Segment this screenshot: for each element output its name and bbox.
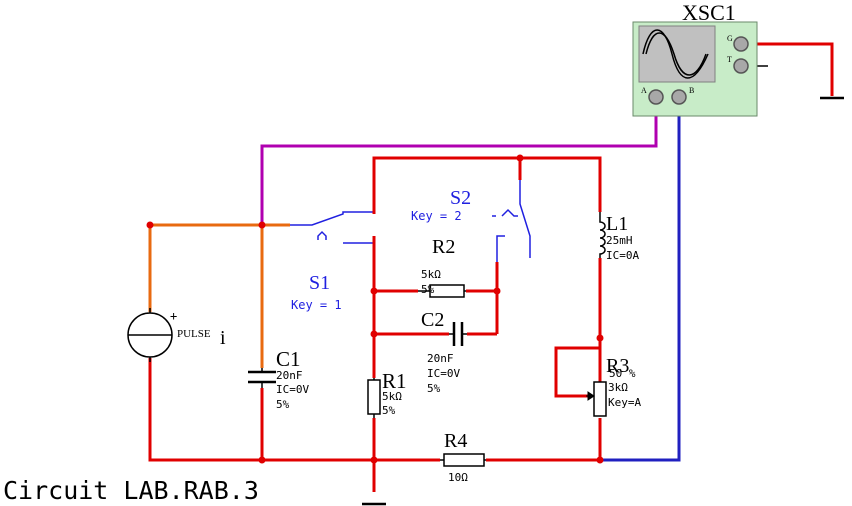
s2-key-icon [492, 208, 518, 217]
resistor-icon [429, 284, 465, 298]
terminal-g-label: G [727, 34, 733, 43]
inductor-icon [599, 212, 606, 258]
r3-value: 3kΩ [608, 381, 628, 394]
s2-left-lead [496, 235, 505, 262]
r2-value: 5kΩ [421, 268, 441, 281]
red-wires [148, 42, 834, 492]
terminal-g-icon[interactable] [733, 36, 749, 52]
wire-scope-g [748, 42, 834, 96]
l1-name: L1 [606, 213, 628, 235]
oscilloscope-xsc1[interactable] [632, 21, 758, 117]
resistor-r2[interactable] [418, 284, 466, 298]
scope-label: XSC1 [682, 0, 736, 25]
s1-name: S1 [309, 272, 330, 294]
source-suffix: i [220, 327, 226, 349]
wire-scope-b-blue [600, 106, 681, 462]
terminal-b-icon[interactable] [671, 89, 687, 105]
r3-percent: 50 % [609, 367, 636, 380]
capacitor-c2[interactable] [449, 322, 467, 346]
r3-name: R3 [606, 355, 629, 377]
r3-key: Key=A [608, 396, 641, 409]
scope-screen [638, 25, 716, 83]
wire-top-loop [372, 156, 602, 212]
terminal-a-label: A [641, 86, 647, 95]
wire-bottom-left [148, 358, 440, 462]
r1-tol: 5% [382, 404, 396, 417]
source-plus: + [170, 309, 177, 323]
capacitor-c1[interactable] [248, 368, 276, 388]
resistor-icon [593, 381, 607, 417]
junction-dot [258, 456, 266, 464]
c2-tol: 5% [427, 382, 441, 395]
c1-value: 20nF [276, 369, 303, 382]
sine-wave-icon [645, 32, 707, 76]
junction-dot [516, 154, 524, 162]
r1-value: 5kΩ [382, 390, 402, 403]
c1-ic: IC=0V [276, 383, 309, 396]
s2-name: S2 [450, 187, 471, 209]
c2-value: 20nF [427, 352, 454, 365]
wire-r3-wiper [554, 346, 600, 398]
junction-dot [370, 330, 378, 338]
c2-name: C2 [421, 309, 444, 331]
terminal-t-icon[interactable] [733, 58, 749, 74]
switch-s1[interactable] [290, 211, 374, 244]
capacitor-icon [248, 370, 276, 384]
junction-dot [596, 334, 604, 342]
junction-dot [258, 221, 266, 229]
s1-key-icon [317, 230, 327, 240]
terminal-t-label: T [727, 55, 732, 64]
c1-name: C1 [276, 347, 301, 371]
switch-s2[interactable] [492, 180, 531, 262]
r4-value: 10Ω [448, 471, 468, 484]
circuit-title: Circuit LAB.RAB.3 [3, 476, 259, 505]
junction-dot [596, 456, 604, 464]
c1-tol: 5% [276, 398, 290, 411]
resistor-r4[interactable] [440, 453, 486, 467]
junction-dot [146, 221, 154, 229]
l1-value: 25mH [606, 234, 633, 247]
resistor-icon [367, 379, 381, 415]
capacitor-icon [452, 322, 464, 346]
l1-ic: IC=0A [606, 249, 639, 262]
wire-scope-a-magenta [260, 106, 658, 225]
s2-key: Key = 2 [411, 209, 462, 223]
s2-top-lead [519, 180, 531, 258]
terminal-a-icon[interactable] [648, 89, 664, 105]
r2-tol: 5% [421, 283, 435, 296]
terminal-b-label: B [689, 86, 694, 95]
r2-name: R2 [432, 236, 455, 258]
potentiometer-r3[interactable] [586, 381, 607, 417]
sine-wave-icon [642, 29, 709, 79]
junction-dot [370, 456, 378, 464]
junction-dot [493, 287, 501, 295]
source-label: PULSE [177, 328, 211, 340]
wire-source-orange [148, 223, 290, 368]
junction-dots [146, 154, 604, 464]
resistor-r1[interactable] [367, 378, 381, 418]
wiper-arrow-icon [586, 391, 595, 401]
resistor-icon [443, 453, 485, 467]
inductor-l1[interactable] [599, 212, 606, 258]
s1-key: Key = 1 [291, 298, 342, 312]
c2-ic: IC=0V [427, 367, 460, 380]
r4-name: R4 [444, 430, 467, 452]
s1-left-lead [290, 211, 374, 226]
pulse-current-source[interactable] [127, 308, 173, 362]
r1-name: R1 [382, 369, 407, 393]
junction-dot [370, 287, 378, 295]
